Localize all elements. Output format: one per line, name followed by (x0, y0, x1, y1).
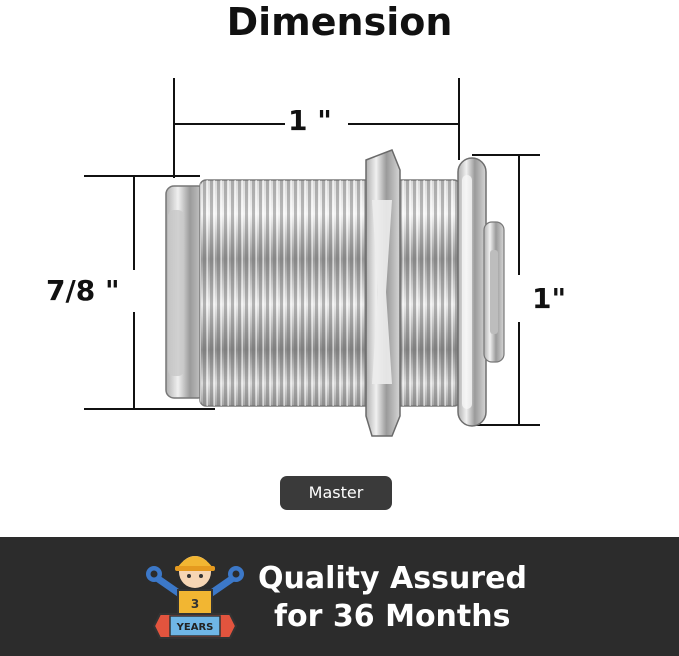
warranty-badge-icon: 3 YEARS (146, 556, 244, 639)
length-label: 1 " (288, 104, 332, 137)
variant-master-button[interactable]: Master (280, 476, 392, 510)
cam-lock-image (84, 78, 540, 437)
guarantee-line-1: Quality Assured (258, 561, 527, 596)
badge-years: YEARS (176, 622, 214, 633)
guarantee-text: Quality Assured for 36 Months (258, 560, 527, 636)
dimension-lines (84, 78, 540, 426)
thread-diameter-label: 7/8 " (46, 274, 120, 307)
flange-diameter-label: 1" (532, 282, 567, 315)
page-title: Dimension (226, 0, 453, 44)
badge-number: 3 (191, 597, 199, 611)
guarantee-line-2: for 36 Months (274, 599, 511, 634)
guarantee-banner (0, 537, 679, 656)
